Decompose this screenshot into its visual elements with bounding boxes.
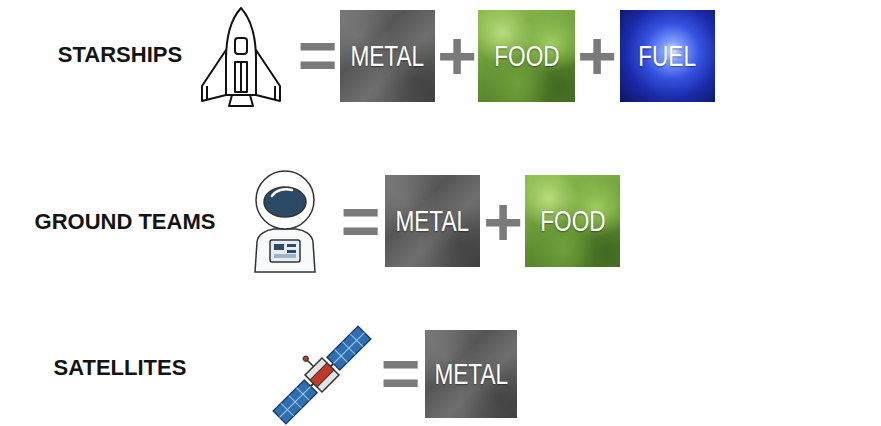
resource-name: METAL xyxy=(396,205,470,238)
resource-tile: FUEL xyxy=(620,10,715,102)
resource-tile: METAL xyxy=(340,10,435,102)
resource-name: METAL xyxy=(351,40,425,73)
resource-tile: METAL xyxy=(385,175,480,267)
resource-name: FOOD xyxy=(540,205,605,238)
operator-symbol: = xyxy=(295,22,340,88)
row-label: STARSHIPS xyxy=(0,35,240,75)
resource-name: FOOD xyxy=(494,40,559,73)
starship-icon xyxy=(202,8,280,106)
resource-name: METAL xyxy=(434,358,508,391)
operator-symbol: + xyxy=(576,22,618,88)
row-label: GROUND TEAMS xyxy=(0,202,250,242)
resource-name: FUEL xyxy=(639,40,697,73)
operator-symbol: + xyxy=(436,22,478,88)
row-label: SATELLITES xyxy=(0,348,240,388)
operator-symbol: = xyxy=(338,188,383,254)
satellite-icon xyxy=(262,315,373,426)
resource-tile: FOOD xyxy=(525,175,620,267)
operator-symbol: + xyxy=(482,188,524,254)
resource-tile: FOOD xyxy=(478,10,575,102)
resource-tile: METAL xyxy=(425,330,517,418)
operator-symbol: = xyxy=(378,340,423,406)
astronaut-icon xyxy=(255,171,315,272)
